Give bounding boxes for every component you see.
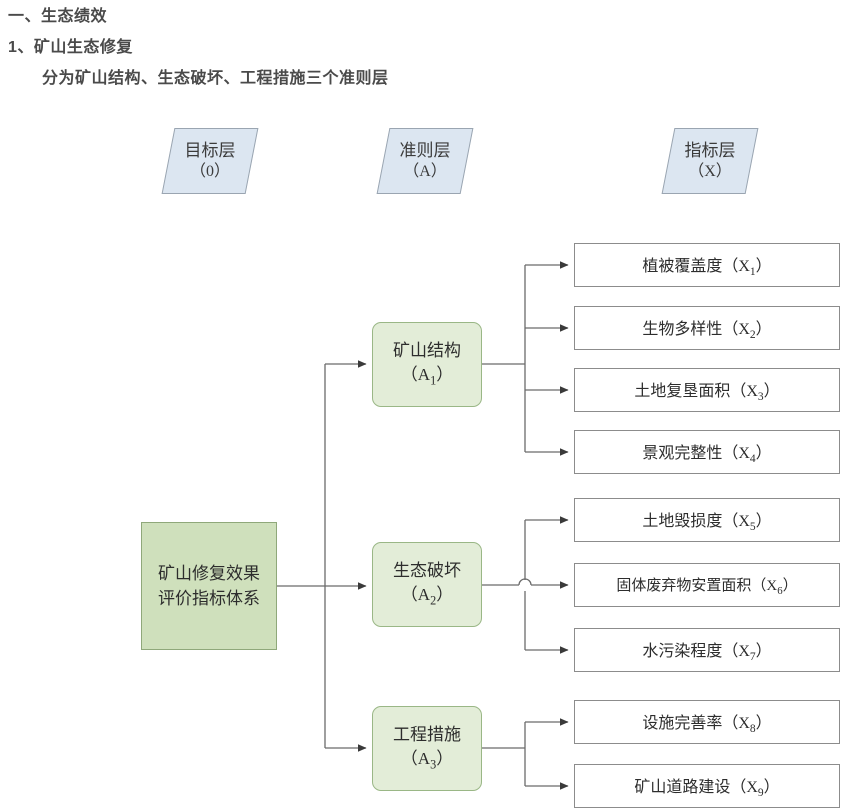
node-indicator-x9-label: 矿山道路建设（X9）: [634, 778, 780, 800]
heading-subsection-title: 1、矿山生态修复: [8, 39, 133, 56]
node-indicator-x4-label: 景观完整性（X4）: [642, 444, 772, 466]
node-criteria-a1-code: （A1）: [400, 365, 454, 388]
node-criteria-a1-name: 矿山结构: [393, 340, 461, 360]
node-indicator-x2-label: 生物多样性（X2）: [642, 320, 772, 342]
heading-section-title: 一、生态绩效: [8, 8, 108, 25]
node-indicator-x8[interactable]: 设施完善率（X8）: [574, 700, 840, 744]
node-criteria-a1[interactable]: 矿山结构 （A1）: [372, 322, 482, 407]
node-indicator-x5-label: 土地毁损度（X5）: [642, 512, 772, 534]
node-indicator-x7[interactable]: 水污染程度（X7）: [574, 628, 840, 672]
node-root-label: 矿山修复效果评价指标体系: [158, 563, 260, 609]
layer-chip-criteria-name: 准则层: [399, 141, 451, 161]
node-criteria-a3-code: （A3）: [400, 749, 454, 772]
heading-description: 分为矿山结构、生态破坏、工程措施三个准则层: [42, 70, 389, 87]
node-indicator-x6-label: 固体废弃物安置面积（X6）: [616, 577, 798, 597]
layer-chip-criteria: 准则层 （A）: [376, 128, 474, 194]
layer-chip-criteria-code: （A）: [403, 162, 447, 180]
layer-chip-goal-code: （0）: [189, 162, 230, 180]
layer-chip-goal: 目标层 （0）: [161, 128, 259, 194]
node-indicator-x5[interactable]: 土地毁损度（X5）: [574, 498, 840, 542]
node-indicator-x7-label: 水污染程度（X7）: [642, 642, 772, 664]
node-indicator-x4[interactable]: 景观完整性（X4）: [574, 430, 840, 474]
node-criteria-a2-text: 生态破坏 （A2）: [393, 559, 461, 611]
node-criteria-a3[interactable]: 工程措施 （A3）: [372, 706, 482, 791]
node-indicator-x8-label: 设施完善率（X8）: [642, 714, 772, 736]
layer-chip-index-code: （X）: [688, 162, 732, 180]
node-indicator-x9[interactable]: 矿山道路建设（X9）: [574, 764, 840, 808]
node-indicator-x1[interactable]: 植被覆盖度（X1）: [574, 243, 840, 287]
node-criteria-a2-name: 生态破坏: [393, 560, 461, 580]
node-indicator-x1-label: 植被覆盖度（X1）: [642, 257, 772, 279]
node-indicator-x2[interactable]: 生物多样性（X2）: [574, 306, 840, 350]
node-criteria-a3-name: 工程措施: [393, 724, 461, 744]
node-criteria-a3-text: 工程措施 （A3）: [393, 723, 461, 775]
node-indicator-x6[interactable]: 固体废弃物安置面积（X6）: [574, 563, 840, 607]
node-criteria-a2[interactable]: 生态破坏 （A2）: [372, 542, 482, 627]
node-root[interactable]: 矿山修复效果评价指标体系: [141, 522, 277, 650]
node-indicator-x3[interactable]: 土地复垦面积（X3）: [574, 368, 840, 412]
layer-chip-index-name: 指标层: [684, 141, 736, 161]
node-criteria-a2-code: （A2）: [400, 585, 454, 608]
layer-chip-goal-name: 目标层: [184, 141, 236, 161]
node-indicator-x3-label: 土地复垦面积（X3）: [634, 382, 780, 404]
layer-chip-index: 指标层 （X）: [661, 128, 759, 194]
node-criteria-a1-text: 矿山结构 （A1）: [393, 339, 461, 391]
